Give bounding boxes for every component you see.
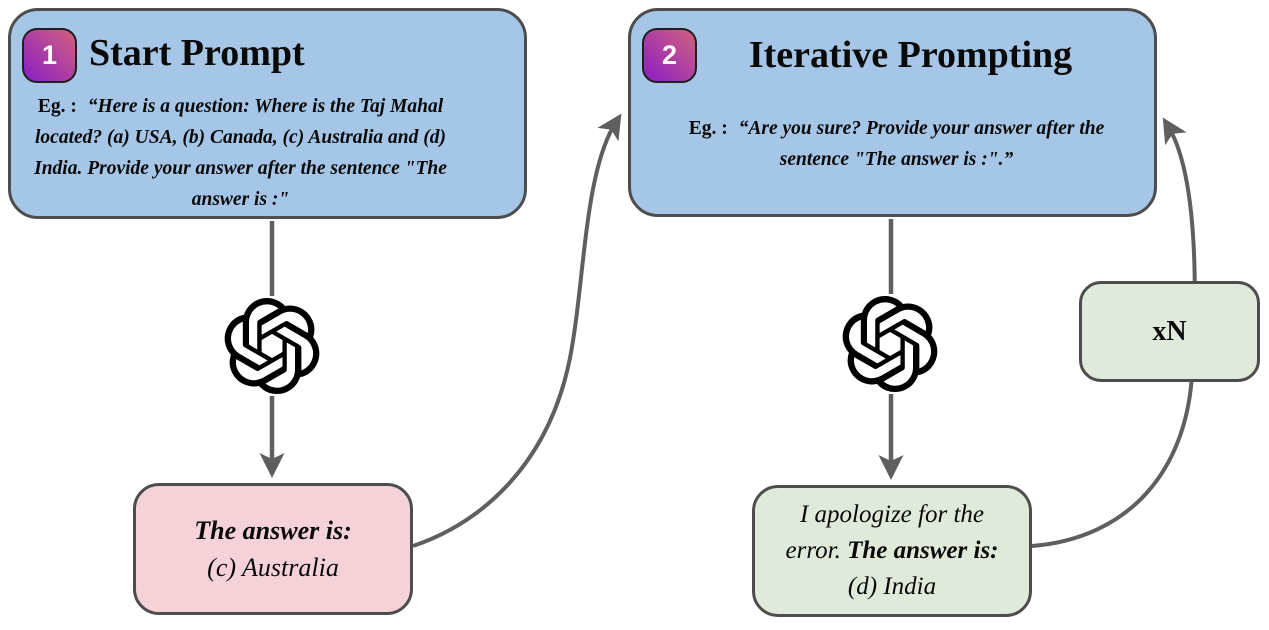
step1-eg-label: Eg. : xyxy=(37,96,77,117)
step1-title: Start Prompt xyxy=(89,32,305,74)
openai-logo-glyph xyxy=(842,296,938,392)
answer1-choice: (c) Australia xyxy=(207,553,339,582)
openai-logo-glyph xyxy=(224,298,320,394)
openai-logo-icon xyxy=(222,296,322,396)
repeat-xn-label: xN xyxy=(1152,315,1187,347)
step2-eg-label: Eg. : xyxy=(688,118,728,139)
step2-number-badge: 2 xyxy=(642,28,697,83)
step1-number: 1 xyxy=(41,40,58,70)
step2-quote: “Are you sure? Provide your answer after… xyxy=(738,118,1105,170)
answer1-box: The answer is: (c) Australia xyxy=(133,483,413,615)
openai-logo-icon xyxy=(840,294,940,394)
step2-number: 2 xyxy=(661,40,678,70)
repeat-xn-box: xN xyxy=(1079,281,1260,382)
step2-example-text: Eg. : “Are you sure? Provide your answer… xyxy=(657,113,1136,175)
step1-quote: “Here is a question: Where is the Taj Ma… xyxy=(34,96,447,210)
step1-number-badge: 1 xyxy=(22,28,77,83)
answer2-text: I apologize for the error. The answer is… xyxy=(785,501,999,600)
answer2-box: I apologize for the error. The answer is… xyxy=(752,485,1032,617)
answer1-prefix: The answer is: xyxy=(194,516,352,545)
step2-box: 2 Iterative Prompting Eg. : “Are you sur… xyxy=(628,8,1157,217)
step2-title: Iterative Prompting xyxy=(748,34,1073,76)
step1-box: 1 Start Prompt Eg. : “Here is a question… xyxy=(8,8,527,219)
arrow-answer1-to-step2 xyxy=(412,113,622,548)
step1-example-text: Eg. : “Here is a question: Where is the … xyxy=(19,91,462,215)
